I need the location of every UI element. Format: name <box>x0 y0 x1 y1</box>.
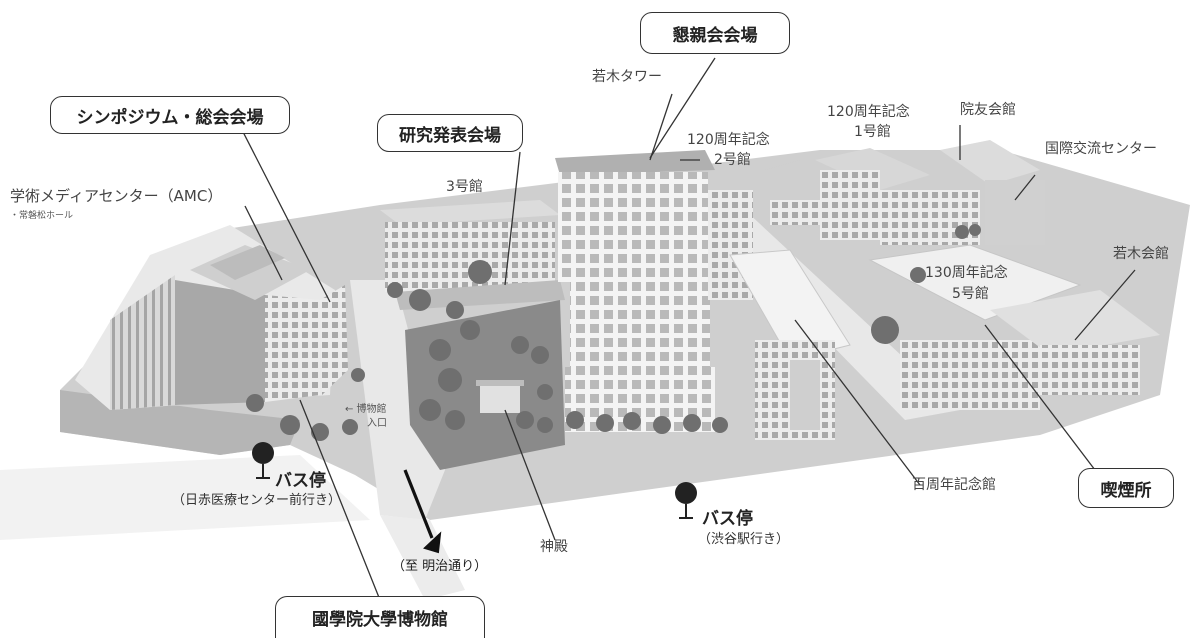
label-amc-sub: ・常磐松ホール <box>10 211 74 221</box>
bus-stop-1-label: バス停 <box>275 471 326 491</box>
bus-stop-2-destination: （渋谷駅行き） <box>698 532 790 547</box>
building-wakagi-hall <box>990 290 1160 395</box>
label-museum-entrance-2: 入口 <box>367 418 387 429</box>
leader-lines <box>239 57 1136 601</box>
venue-research: 研究発表会場 <box>377 114 523 152</box>
building-international <box>940 140 1045 245</box>
label-shrine: 神殿 <box>540 539 568 555</box>
label-museum-entrance-1: ← 博物館 <box>345 404 387 415</box>
shrine-grove <box>405 300 565 470</box>
venue-smoking: 喫煙所 <box>1078 468 1174 508</box>
label-bldg1-line1: 120周年記念 <box>827 104 910 120</box>
label-bldg2-line2: 2号館 <box>714 152 751 168</box>
direction-arrow <box>403 469 442 554</box>
bus-stop-2-label: バス停 <box>702 509 753 529</box>
building-wakagi-tower <box>555 150 753 432</box>
direction-label: （至 明治通り） <box>392 559 488 574</box>
building-amc <box>75 225 348 410</box>
trees <box>246 224 981 441</box>
label-wakagi-hall: 若木会館 <box>1113 246 1169 262</box>
venue-museum: 國學院大學博物館 <box>275 596 485 638</box>
building-centennial <box>729 249 851 440</box>
label-bldg5-line1: 130周年記念 <box>925 265 1008 281</box>
label-inyu: 院友会館 <box>960 102 1016 118</box>
label-centennial: 百周年記念館 <box>912 477 996 493</box>
label-intl: 国際交流センター <box>1045 141 1157 157</box>
label-bldg5-line2: 5号館 <box>952 286 989 302</box>
bus-stop-1-destination: （日赤医療センター前行き） <box>172 493 342 508</box>
label-amc: 学術メディアセンター（AMC） <box>10 187 223 205</box>
building-120th-1 <box>815 148 980 245</box>
building-3 <box>380 200 565 310</box>
label-bldg1-line2: 1号館 <box>854 124 891 140</box>
label-bldg3: 3号館 <box>446 179 483 195</box>
venue-reception: 懇親会会場 <box>640 12 790 54</box>
venue-symposium: シンポジウム・総会会場 <box>50 96 290 134</box>
label-wakagi-tower: 若木タワー <box>592 69 662 85</box>
bus-stop-marker-1 <box>252 442 274 479</box>
bus-stop-marker-2 <box>675 482 697 519</box>
building-130th-5 <box>868 244 1082 410</box>
label-bldg2-line1: 120周年記念 <box>687 132 770 148</box>
